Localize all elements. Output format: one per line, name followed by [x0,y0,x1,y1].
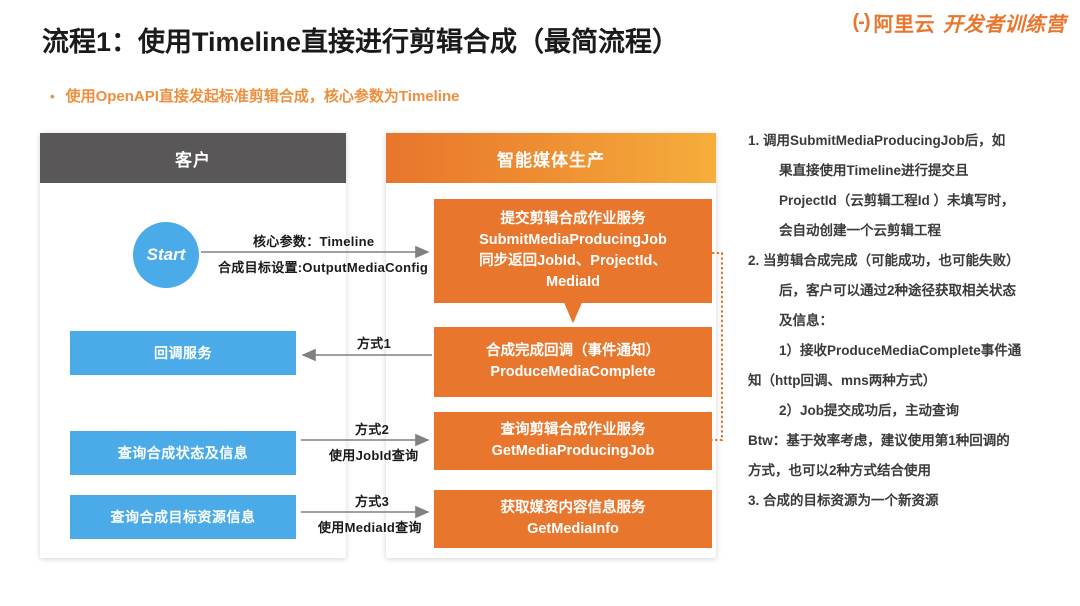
node-produce-media-complete[interactable]: 合成完成回调（事件通知） ProduceMediaComplete [434,327,712,397]
node-line: 同步返回JobId、ProjectId、 [479,253,667,269]
note-item: 知（http回调、mns两种方式） [748,372,937,388]
note-item: 3. 合成的目标资源为一个新资源 [748,492,939,508]
bullet-icon: • [50,89,55,104]
node-line: SubmitMediaProducingJob [479,231,667,248]
note-item: Btw：基于效率考虑，建议使用第1种回调的 [748,432,1010,448]
connector-label-method-2: 方式2 [355,422,390,437]
client-panel-header: 客户 [40,133,346,183]
node-line: GetMediaInfo [527,521,619,537]
node-line: MediaId [546,274,600,291]
node-line: 获取媒资内容信息服务 [500,499,646,516]
note-item: 果直接使用Timeline进行提交且 [779,162,969,178]
connector-label-query-by-mediaid: 使用MediaId查询 [318,520,422,535]
node-query-status[interactable]: 查询合成状态及信息 [70,431,296,475]
developer-camp-name: 开发者训练营 [943,14,1066,36]
note-item: 及信息： [779,312,833,328]
node-line: 提交剪辑合成作业服务 [500,210,646,227]
note-item: 2. 当剪辑合成完成（可能成功，也可能失败） [748,252,1020,268]
connector-label-method-3: 方式3 [355,494,390,509]
notes-panel: 1. 调用SubmitMediaProducingJob后，如 果直接使用Tim… [748,126,1070,576]
note-item: 1. 调用SubmitMediaProducingJob后，如 [748,133,1006,148]
note-item: 2）Job提交成功后，主动查询 [779,402,960,418]
note-item: 1）接收ProduceMediaComplete事件通 [779,342,1022,358]
node-get-media-info[interactable]: 获取媒资内容信息服务 GetMediaInfo [434,490,712,548]
node-callback-service[interactable]: 回调服务 [70,331,296,375]
subtitle-row: • 使用OpenAPI直接发起标准剪辑合成，核心参数为Timeline [50,85,459,106]
node-line: 查询剪辑合成作业服务 [500,421,646,438]
alibaba-cloud-logo: (-) 阿里云 开发者训练营 [853,8,1066,37]
node-get-media-producing-job[interactable]: 查询剪辑合成作业服务 GetMediaProducingJob [434,412,712,470]
alibaba-cloud-name: 阿里云 [873,14,935,36]
node-query-media-resource[interactable]: 查询合成目标资源信息 [70,495,296,539]
start-node[interactable]: Start [133,222,199,288]
service-panel-header: 智能媒体生产 [386,133,716,183]
connector-label-output-config: 合成目标设置:OutputMediaConfig [218,260,429,275]
node-line: ProduceMediaComplete [490,364,656,380]
alibaba-cloud-mark-icon: (-) [852,11,871,33]
connector-label-method-1: 方式1 [357,336,392,351]
subtitle-text: 使用OpenAPI直接发起标准剪辑合成，核心参数为Timeline [65,88,460,105]
note-item: 会自动创建一个云剪辑工程 [779,222,941,238]
note-item: 方式，也可以2种方式结合使用 [748,462,932,478]
node-submit-media-producing-job[interactable]: 提交剪辑合成作业服务 SubmitMediaProducingJob 同步返回J… [434,199,712,303]
connector-label-core-params: 核心参数：Timeline [253,234,375,249]
connector-label-query-by-jobid: 使用JobId查询 [329,448,419,463]
note-item: 后，客户可以通过2种途径获取相关状态 [779,282,1017,298]
node-line: 合成完成回调（事件通知） [486,342,660,359]
note-item: ProjectId（云剪辑工程Id ）未填写时， [779,192,1015,208]
node-line: GetMediaProducingJob [491,443,655,459]
page-title: 流程1：使用Timeline直接进行剪辑合成（最简流程） [42,27,680,57]
